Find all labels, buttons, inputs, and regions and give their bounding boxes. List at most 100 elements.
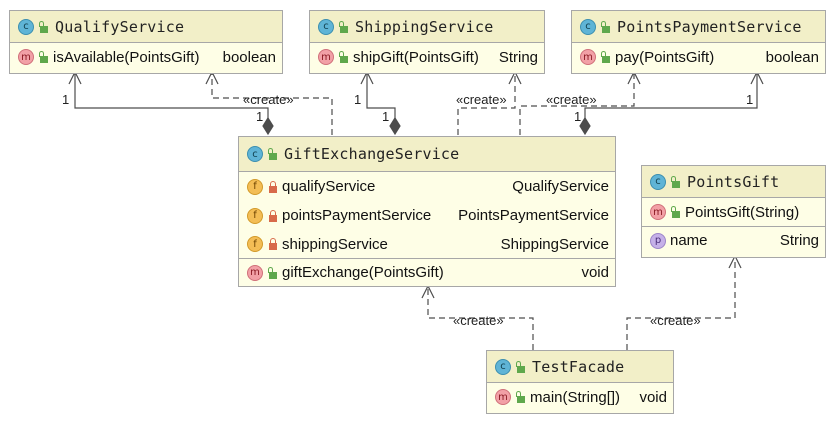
- create-label-qualify: «create»: [243, 92, 294, 107]
- class-header: c TestFacade: [487, 351, 673, 383]
- mult-qualify-target: 1: [62, 92, 69, 107]
- field-row: f qualifyService QualifyService: [239, 172, 615, 201]
- method-icon: m: [580, 49, 596, 65]
- public-icon: [39, 20, 49, 33]
- method-type: void: [581, 264, 609, 281]
- field-row: f pointsPaymentService PointsPaymentServ…: [239, 201, 615, 230]
- method-name: giftExchange(PointsGift): [282, 264, 444, 281]
- method-name: PointsGift(String): [685, 203, 800, 221]
- create-label-facade-exchange: «create»: [453, 313, 504, 328]
- field-name: shippingService: [282, 235, 388, 253]
- class-header: c GiftExchangeService: [239, 137, 615, 172]
- field-name: pointsPaymentService: [282, 207, 432, 224]
- class-header: c PointsGift: [642, 166, 825, 198]
- private-icon: [268, 180, 278, 193]
- method-row: m shipGift(PointsGift) String: [310, 43, 544, 71]
- dependency-facade-gift: [626, 258, 736, 350]
- method-name: pay(PointsGift): [615, 48, 715, 66]
- public-icon: [601, 20, 611, 33]
- public-icon: [601, 51, 611, 63]
- method-row: m isAvailable(PointsGift) boolean: [10, 43, 282, 71]
- composition-qualify: [74, 74, 269, 120]
- field-icon: f: [247, 178, 263, 195]
- class-name: PointsPaymentService: [617, 17, 802, 36]
- private-icon: [268, 209, 278, 222]
- class-name: ShippingService: [355, 17, 494, 36]
- public-icon: [339, 51, 349, 63]
- class-points-payment-service[interactable]: c PointsPaymentService m pay(PointsGift)…: [571, 10, 826, 74]
- method-icon: m: [18, 49, 34, 65]
- create-label-shipping: «create»: [456, 92, 507, 107]
- diamond-shipping: [389, 116, 401, 136]
- public-icon: [339, 20, 349, 33]
- public-icon: [516, 391, 526, 403]
- method-icon: m: [495, 389, 511, 405]
- field-icon: f: [247, 207, 263, 224]
- public-icon: [671, 206, 681, 218]
- method-name: main(String[]): [530, 388, 621, 406]
- field-icon: f: [247, 236, 263, 252]
- mult-shipping-target: 1: [354, 92, 361, 107]
- diamond-qualify: [262, 116, 274, 136]
- method-row: m giftExchange(PointsGift) void: [239, 258, 615, 286]
- class-icon: c: [495, 358, 511, 375]
- class-gift-exchange-service[interactable]: c GiftExchangeService f qualifyService Q…: [238, 136, 616, 287]
- method-name: shipGift(PointsGift): [353, 48, 479, 66]
- property-row: p name String: [642, 226, 825, 254]
- class-test-facade[interactable]: c TestFacade m main(String[]) void: [486, 350, 674, 414]
- property-name: name: [670, 232, 708, 249]
- method-name: isAvailable(PointsGift): [53, 48, 200, 66]
- class-qualify-service[interactable]: c QualifyService m isAvailable(PointsGif…: [9, 10, 283, 74]
- class-icon: c: [650, 173, 666, 190]
- public-icon: [516, 360, 526, 373]
- dependency-shipping: [457, 74, 516, 135]
- public-icon: [268, 266, 278, 279]
- mult-payment-target: 1: [746, 92, 753, 107]
- composition-shipping: [366, 74, 396, 120]
- class-shipping-service[interactable]: c ShippingService m shipGift(PointsGift)…: [309, 10, 545, 74]
- method-type: void: [639, 388, 667, 406]
- class-icon: c: [18, 18, 34, 35]
- public-icon: [268, 148, 278, 160]
- class-name: PointsGift: [687, 172, 780, 191]
- diamond-payment: [579, 116, 591, 136]
- method-icon: m: [247, 264, 263, 281]
- class-name: TestFacade: [532, 357, 625, 376]
- public-icon: [671, 175, 681, 188]
- mult-qualify-source: 1: [256, 109, 263, 124]
- method-icon: m: [318, 49, 334, 65]
- mult-payment-source: 1: [574, 109, 581, 124]
- class-header: c QualifyService: [10, 11, 282, 43]
- property-type: String: [779, 232, 819, 249]
- property-icon: p: [650, 232, 666, 249]
- class-header: c ShippingService: [310, 11, 544, 43]
- dependency-facade-exchange: [427, 288, 534, 350]
- dependency-payment: [519, 74, 635, 135]
- method-type: boolean: [222, 48, 276, 66]
- create-label-facade-gift: «create»: [650, 313, 701, 328]
- class-name: QualifyService: [55, 17, 185, 36]
- method-type: boolean: [765, 48, 819, 66]
- private-icon: [268, 238, 278, 250]
- method-row: m main(String[]) void: [487, 383, 673, 411]
- create-label-payment: «create»: [546, 92, 597, 107]
- class-name: GiftExchangeService: [284, 145, 460, 163]
- class-header: c PointsPaymentService: [572, 11, 825, 43]
- composition-payment: [584, 74, 758, 120]
- class-icon: c: [247, 146, 263, 162]
- field-type: ShippingService: [500, 235, 609, 253]
- class-icon: c: [580, 18, 596, 35]
- class-points-gift[interactable]: c PointsGift m PointsGift(String) p name…: [641, 165, 826, 258]
- public-icon: [39, 51, 49, 63]
- field-type: QualifyService: [512, 178, 609, 195]
- method-icon: m: [650, 204, 666, 220]
- method-row: m pay(PointsGift) boolean: [572, 43, 825, 71]
- mult-shipping-source: 1: [382, 109, 389, 124]
- method-type: String: [498, 48, 538, 66]
- field-type: PointsPaymentService: [458, 207, 609, 224]
- method-row: m PointsGift(String): [642, 198, 825, 226]
- class-icon: c: [318, 18, 334, 35]
- field-row: f shippingService ShippingService: [239, 230, 615, 258]
- field-name: qualifyService: [282, 178, 376, 195]
